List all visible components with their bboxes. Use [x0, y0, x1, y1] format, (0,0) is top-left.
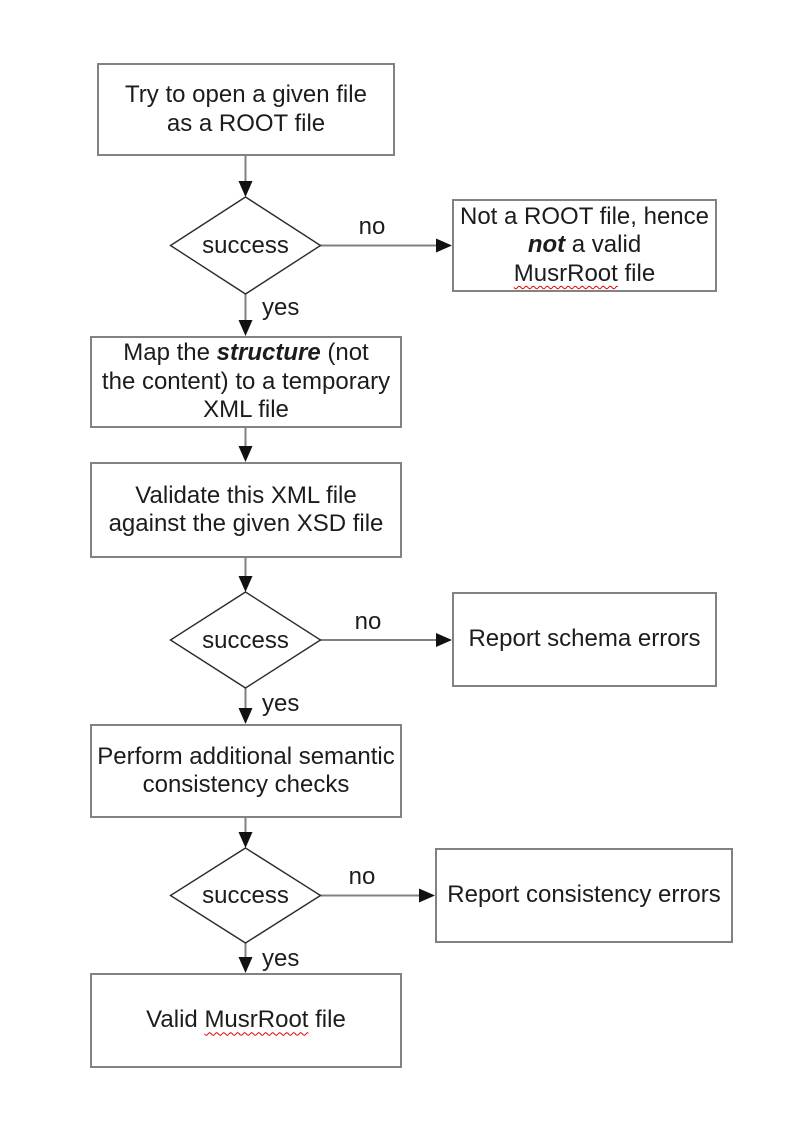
node-report-schema-errors: Report schema errors: [452, 592, 717, 687]
edge-label-no-2: no: [354, 608, 382, 635]
edge-label-yes-2: yes: [262, 690, 300, 717]
arrowhead-down-icon: [238, 832, 253, 848]
decision-diamond-success-3: [169, 847, 322, 944]
decision-label-success-1: success: [202, 232, 289, 259]
node-report-consistency-errors: Report consistency errors: [435, 848, 733, 943]
arrowhead-down-icon: [238, 957, 253, 973]
node-valid-musrroot-file: Valid MusrRoot file: [90, 973, 402, 1068]
arrowhead-down-icon: [238, 446, 253, 462]
edge-label-yes-3: yes: [262, 945, 300, 972]
edge-label-no-3: no: [348, 863, 376, 890]
arrowhead-right-icon: [436, 238, 452, 253]
arrowhead-right-icon: [436, 633, 452, 647]
arrowhead-down-icon: [238, 181, 253, 197]
decision-label-success-3: success: [202, 882, 289, 909]
edge-label-no-1: no: [358, 213, 386, 240]
arrowhead-down-icon: [238, 576, 253, 592]
arrowhead-right-icon: [419, 888, 435, 903]
decision-diamond-success-2: [169, 591, 322, 689]
decision-label-success-2: success: [202, 627, 289, 654]
edge-label-yes-1: yes: [262, 294, 300, 321]
decision-diamond-success-1: [169, 196, 322, 295]
arrowhead-down-icon: [238, 320, 253, 336]
arrowhead-down-icon: [238, 708, 253, 724]
